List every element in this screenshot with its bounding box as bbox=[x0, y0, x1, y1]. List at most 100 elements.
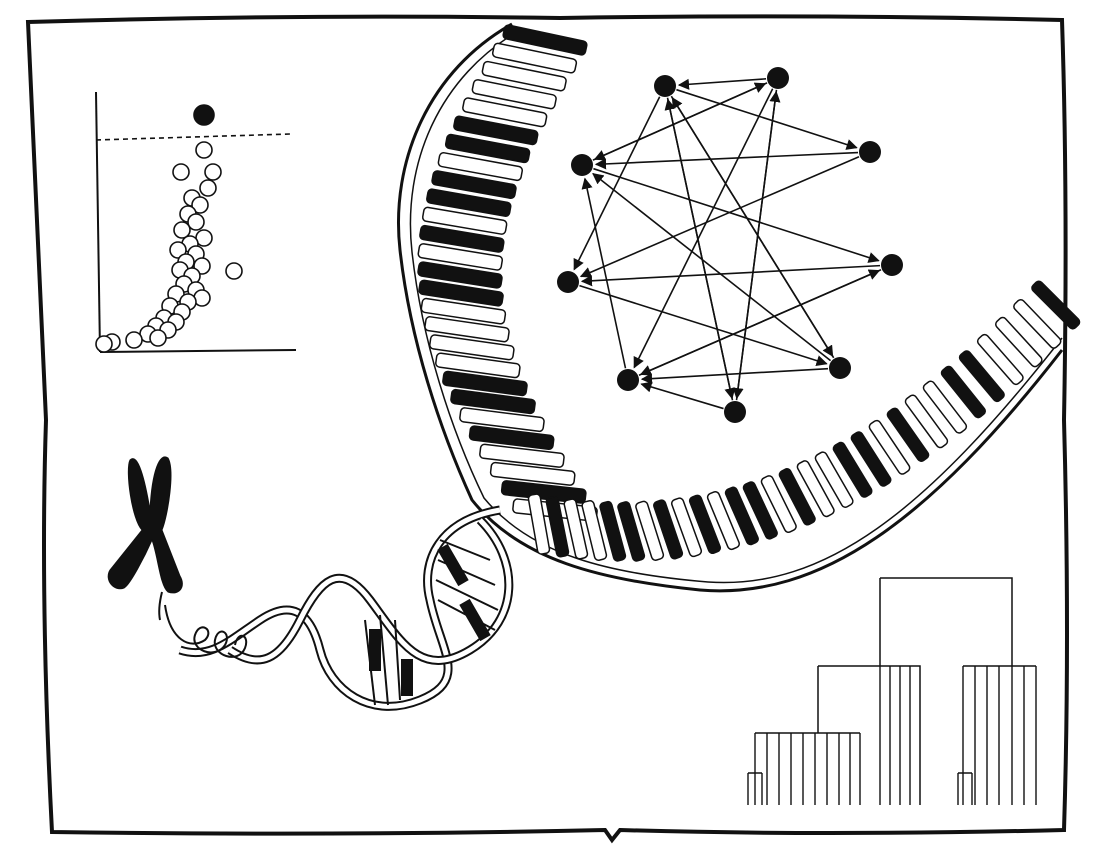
ladder-rung bbox=[581, 500, 608, 561]
network-node bbox=[767, 67, 789, 89]
network-edge bbox=[640, 381, 724, 410]
ladder-rung bbox=[563, 498, 589, 560]
network-node bbox=[829, 357, 851, 379]
scatter-points bbox=[95, 104, 243, 353]
network-nodes bbox=[557, 67, 903, 423]
ladder-rung bbox=[431, 170, 517, 200]
ladder-rung bbox=[417, 243, 504, 271]
scatter-point bbox=[193, 104, 215, 126]
scatter-point bbox=[172, 163, 190, 181]
ladder-rung bbox=[688, 494, 722, 555]
ladder-rung bbox=[491, 42, 578, 74]
network-edge bbox=[677, 78, 767, 90]
scatter-point bbox=[199, 179, 217, 197]
ladder-rung bbox=[442, 370, 528, 397]
helix-base-pairs bbox=[364, 539, 499, 706]
network-edge bbox=[640, 367, 829, 385]
scatter-point bbox=[95, 335, 113, 353]
dendrogram-icon bbox=[747, 577, 1037, 805]
ladder-rung bbox=[1013, 298, 1062, 349]
ladder-rung bbox=[426, 188, 512, 217]
ladder-rung bbox=[462, 97, 548, 128]
scatter-point bbox=[187, 213, 205, 231]
ladder-rung bbox=[724, 486, 759, 546]
ladder-rung bbox=[868, 419, 911, 475]
ladder-rung bbox=[653, 499, 684, 560]
network-edge bbox=[593, 167, 880, 263]
directed-network-graph-icon bbox=[557, 67, 903, 423]
ladder-rung bbox=[444, 133, 531, 164]
ladder-rung bbox=[706, 490, 740, 551]
ladder-rung bbox=[617, 501, 646, 562]
network-edge bbox=[579, 284, 828, 367]
network-edges bbox=[573, 78, 882, 410]
ladder-rung bbox=[419, 224, 505, 253]
network-edge bbox=[592, 82, 767, 161]
ladder-rung bbox=[479, 443, 565, 468]
ladder-rung bbox=[545, 496, 570, 558]
ladder-rung bbox=[886, 407, 930, 462]
ladder-rung bbox=[429, 334, 515, 361]
ladder-rung bbox=[940, 365, 986, 419]
ladder-rung bbox=[922, 380, 968, 434]
ladder-rung bbox=[599, 500, 627, 562]
network-edge bbox=[664, 98, 734, 401]
network-edge bbox=[676, 88, 858, 150]
network-edge bbox=[638, 269, 881, 376]
network-node bbox=[654, 75, 676, 97]
network-edge bbox=[633, 88, 774, 369]
scatter-point bbox=[149, 329, 167, 347]
ladder-rung bbox=[796, 460, 835, 518]
network-edge bbox=[579, 156, 860, 278]
network-edge bbox=[594, 151, 859, 170]
ladder-rung bbox=[995, 316, 1043, 368]
ladder-rung bbox=[417, 261, 503, 289]
network-edge bbox=[671, 96, 835, 359]
ladder-rung bbox=[424, 316, 510, 343]
ladder-rung bbox=[459, 407, 545, 433]
ladder-rung bbox=[502, 24, 588, 56]
network-edge bbox=[592, 172, 832, 362]
scatter-point bbox=[169, 241, 187, 259]
network-edge bbox=[580, 264, 881, 287]
network-node bbox=[724, 401, 746, 423]
ladder-rung bbox=[435, 352, 521, 379]
ladder-rung bbox=[760, 475, 797, 533]
ladder-rung bbox=[742, 481, 778, 540]
ladder-rung bbox=[814, 451, 854, 508]
ladder-rung bbox=[670, 497, 703, 558]
scatter-point bbox=[225, 262, 243, 280]
ladder-rungs-horizontal bbox=[527, 280, 1081, 562]
ladder-rung bbox=[420, 297, 507, 325]
ladder-rung bbox=[1031, 280, 1081, 330]
network-edge bbox=[573, 96, 661, 271]
ladder-rung bbox=[635, 500, 665, 561]
dendrogram-leaves bbox=[747, 666, 1037, 805]
ladder-rung bbox=[904, 394, 949, 449]
ladder-rung bbox=[500, 480, 587, 504]
network-edge bbox=[735, 90, 781, 401]
network-node bbox=[571, 154, 593, 176]
helix-coil bbox=[164, 604, 248, 658]
ladder-rung bbox=[453, 115, 539, 146]
ladder-rung bbox=[489, 461, 576, 486]
ladder-rung bbox=[418, 279, 504, 307]
ladder-rung bbox=[421, 206, 508, 235]
dna-ladder bbox=[397, 22, 1081, 593]
chromosome-icon bbox=[107, 456, 183, 621]
ladder-rungs-vertical bbox=[417, 24, 598, 522]
scatter-point bbox=[195, 141, 213, 159]
ladder-rung bbox=[958, 350, 1005, 403]
scatter-y-axis bbox=[95, 91, 101, 353]
scatter-point bbox=[125, 331, 143, 349]
scatter-plot-icon bbox=[95, 91, 297, 353]
scatter-point bbox=[173, 221, 191, 239]
ladder-rung bbox=[437, 151, 523, 182]
network-node bbox=[617, 369, 639, 391]
ladder-rung bbox=[850, 431, 892, 487]
ladder-rung bbox=[481, 60, 567, 92]
ladder-rung bbox=[468, 425, 555, 451]
network-node bbox=[557, 271, 579, 293]
ladder-rung bbox=[527, 493, 551, 555]
